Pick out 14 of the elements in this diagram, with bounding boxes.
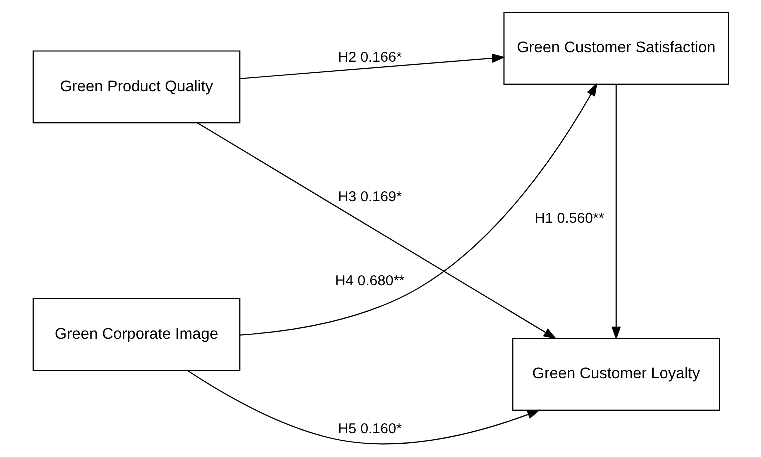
node-box: Green Corporate Image <box>32 298 240 372</box>
node-box: Green Customer Loyalty <box>512 338 720 411</box>
node-box: Green Product Quality <box>32 50 240 124</box>
edge-label: H2 0.166* <box>338 50 402 66</box>
arrow <box>240 54 506 80</box>
arrow <box>240 83 598 336</box>
edge-label: H3 0.169* <box>338 189 402 206</box>
edge-label: H5 0.160* <box>338 422 402 438</box>
arrow <box>611 84 621 340</box>
edge-label: H1 0.560** <box>534 210 604 227</box>
node-box: Green Customer Satisfaction <box>503 12 729 85</box>
arrow <box>186 370 540 445</box>
edge-label: H4 0.680** <box>334 273 404 290</box>
arrow <box>197 122 556 340</box>
